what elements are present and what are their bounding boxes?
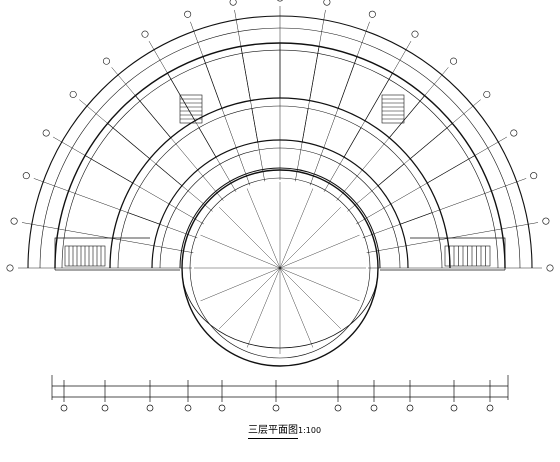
dimension-line xyxy=(51,375,509,412)
radial-axis-line xyxy=(362,178,527,239)
arc-wall xyxy=(151,139,409,269)
axis-bubble xyxy=(370,404,378,412)
radial-axis-line xyxy=(366,222,539,253)
partition-wall xyxy=(84,155,133,184)
axis-bubble xyxy=(411,30,419,38)
arc-wall xyxy=(117,105,443,269)
partition-wall xyxy=(337,56,358,109)
axis-bubble xyxy=(542,217,550,225)
axis-bubble xyxy=(277,0,283,2)
partition-wall xyxy=(198,127,217,158)
arc-wall xyxy=(159,147,401,269)
axis-bubble xyxy=(102,57,110,65)
roof-ridge-line xyxy=(200,234,281,269)
axis-bubble xyxy=(146,404,154,412)
axis-bubble xyxy=(483,90,491,98)
roof-ridge-line xyxy=(219,267,281,329)
partition-wall xyxy=(309,46,320,101)
axis-bubble xyxy=(60,404,68,412)
partition-wall xyxy=(135,95,171,138)
axis-bubble xyxy=(218,404,226,412)
axis-bubble xyxy=(450,404,458,412)
axis-bubble xyxy=(530,172,538,180)
axis-bubble xyxy=(22,172,30,180)
partition-wall xyxy=(301,108,309,143)
roof-ridge-line xyxy=(279,234,360,269)
partition-wall xyxy=(251,108,259,143)
axis-bubble xyxy=(141,30,149,38)
axis-bubble xyxy=(368,10,376,18)
partition-wall xyxy=(389,95,425,138)
rotunda-outer-wall xyxy=(181,169,379,367)
axis-bubble xyxy=(184,10,192,18)
axis-bubble xyxy=(184,404,192,412)
roof-ridge-line xyxy=(219,207,281,269)
arc-wall xyxy=(179,167,381,269)
partition-wall xyxy=(240,46,251,101)
roof-ridge-line xyxy=(279,267,314,348)
axis-bubble xyxy=(6,264,14,272)
radial-axis-line xyxy=(21,222,194,253)
axis-bubble xyxy=(101,404,109,412)
core-stair xyxy=(179,94,203,124)
axis-bubble xyxy=(42,129,50,137)
east-wing-wall xyxy=(410,237,506,270)
partition-wall xyxy=(202,56,223,109)
axis-bubble xyxy=(546,264,554,272)
radial-axis-line xyxy=(33,178,198,239)
axis-bubble xyxy=(272,404,280,412)
partition-wall xyxy=(410,123,453,159)
roof-ridge-line xyxy=(279,188,314,269)
roof-ridge-line xyxy=(200,267,281,302)
roof-ridge-line xyxy=(279,207,341,269)
partition-wall xyxy=(427,155,476,184)
axis-bubble xyxy=(229,0,237,6)
axis-bubble xyxy=(450,57,458,65)
axis-bubble xyxy=(10,217,18,225)
partition-wall xyxy=(155,163,183,186)
partition-wall xyxy=(364,72,393,121)
partition-wall xyxy=(107,123,150,159)
roof-ridge-line xyxy=(246,188,281,269)
axis-bubble xyxy=(334,404,342,412)
partition-wall xyxy=(343,127,362,158)
central-rotunda xyxy=(181,169,379,367)
partition-wall xyxy=(167,72,196,121)
roof-ridge-line xyxy=(279,267,360,302)
rotunda-inner-wall xyxy=(189,177,371,359)
core-stair xyxy=(381,94,405,124)
axis-bubble xyxy=(486,404,494,412)
roof-ridge-line xyxy=(246,267,281,348)
arc-wall xyxy=(27,15,533,269)
axis-bubble xyxy=(406,404,414,412)
arc-wall xyxy=(39,27,521,269)
west-wing-wall xyxy=(54,237,150,270)
partition-wall xyxy=(377,163,405,186)
room-partitions xyxy=(54,43,506,271)
stair-wings xyxy=(64,94,491,267)
axis-bubble xyxy=(69,90,77,98)
roof-ridge-line xyxy=(279,267,341,329)
axis-grid-bubbles xyxy=(6,0,554,272)
axis-bubble xyxy=(323,0,331,6)
partition-wall xyxy=(127,212,160,225)
axis-bubble xyxy=(510,129,518,137)
partition-wall xyxy=(400,212,433,225)
